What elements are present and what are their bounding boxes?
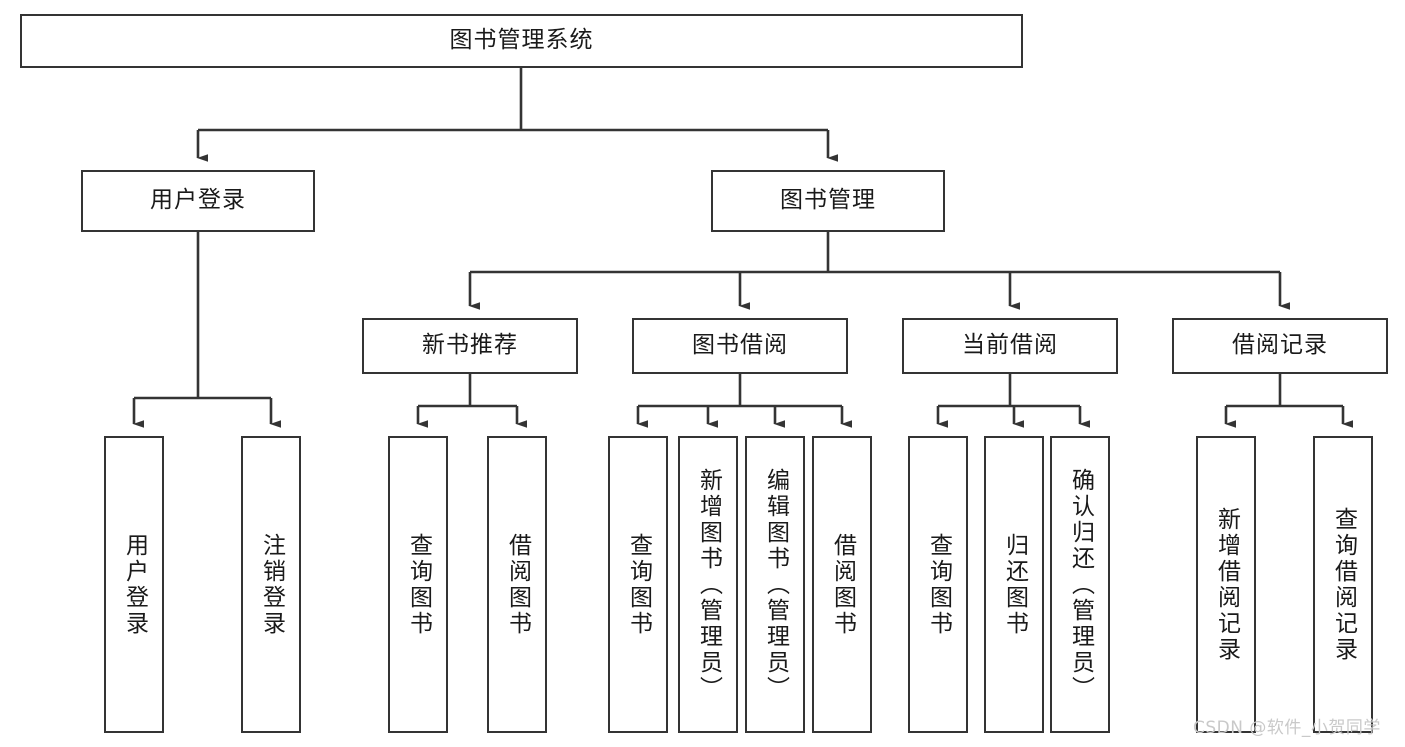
leaf-add-book-label: 新增图书（管理员） <box>695 467 722 702</box>
leaf-query-book-2[interactable]: 查询图书 <box>608 436 668 733</box>
leaf-edit-book-label: 编辑图书（管理员） <box>762 467 789 702</box>
leaf-borrow-book-1[interactable]: 借阅图书 <box>487 436 547 733</box>
leaf-user-logout[interactable]: 注销登录 <box>241 436 301 733</box>
node-user-login[interactable]: 用户登录 <box>81 170 315 232</box>
leaf-query-record[interactable]: 查询借阅记录 <box>1313 436 1373 733</box>
leaf-add-record[interactable]: 新增借阅记录 <box>1196 436 1256 733</box>
leaf-add-record-label: 新增借阅记录 <box>1213 506 1240 663</box>
leaf-return-book[interactable]: 归还图书 <box>984 436 1044 733</box>
node-current-borrow-label: 当前借阅 <box>962 332 1058 359</box>
node-root-system[interactable]: 图书管理系统 <box>20 14 1023 68</box>
leaf-user-login-label: 用户登录 <box>121 532 148 637</box>
node-borrow-record[interactable]: 借阅记录 <box>1172 318 1388 374</box>
csdn-watermark: CSDN @软件_小贺同学 <box>1193 718 1381 738</box>
leaf-user-login[interactable]: 用户登录 <box>104 436 164 733</box>
leaf-confirm-return[interactable]: 确认归还（管理员） <box>1050 436 1110 733</box>
node-book-borrow-label: 图书借阅 <box>692 332 788 359</box>
leaf-add-book[interactable]: 新增图书（管理员） <box>678 436 738 733</box>
leaf-borrow-book-2-label: 借阅图书 <box>829 532 856 637</box>
node-current-borrow[interactable]: 当前借阅 <box>902 318 1118 374</box>
node-book-manage-label: 图书管理 <box>780 187 876 214</box>
leaf-return-book-label: 归还图书 <box>1001 532 1028 637</box>
node-user-login-label: 用户登录 <box>150 187 246 214</box>
node-new-book-recommend-label: 新书推荐 <box>422 332 518 359</box>
leaf-edit-book[interactable]: 编辑图书（管理员） <box>745 436 805 733</box>
leaf-query-book-3-label: 查询图书 <box>925 532 952 637</box>
node-new-book-recommend[interactable]: 新书推荐 <box>362 318 578 374</box>
node-root-system-label: 图书管理系统 <box>449 27 594 54</box>
leaf-query-book-2-label: 查询图书 <box>625 532 652 637</box>
leaf-borrow-book-1-label: 借阅图书 <box>504 532 531 637</box>
leaf-query-book-1[interactable]: 查询图书 <box>388 436 448 733</box>
leaf-query-book-3[interactable]: 查询图书 <box>908 436 968 733</box>
leaf-query-book-1-label: 查询图书 <box>405 532 432 637</box>
leaf-query-record-label: 查询借阅记录 <box>1330 506 1357 663</box>
node-book-manage[interactable]: 图书管理 <box>711 170 945 232</box>
node-borrow-record-label: 借阅记录 <box>1232 332 1328 359</box>
leaf-user-logout-label: 注销登录 <box>258 532 285 637</box>
node-book-borrow[interactable]: 图书借阅 <box>632 318 848 374</box>
leaf-borrow-book-2[interactable]: 借阅图书 <box>812 436 872 733</box>
leaf-confirm-return-label: 确认归还（管理员） <box>1067 467 1094 702</box>
